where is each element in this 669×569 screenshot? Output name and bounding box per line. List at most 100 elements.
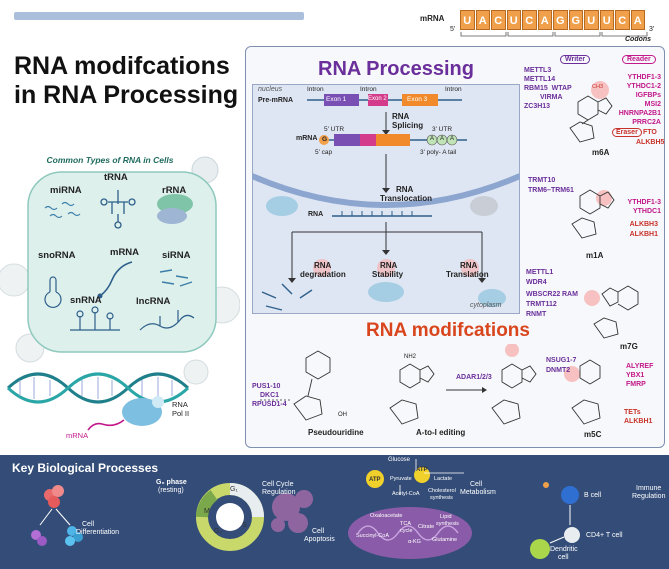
codon-base: A — [475, 10, 490, 30]
mrna-icon — [99, 261, 133, 297]
stability-label-1: RNA — [380, 261, 398, 270]
m1a-structure — [571, 189, 615, 239]
codon-brackets — [460, 32, 648, 37]
m7g-writer-1: METTL1 — [526, 269, 554, 276]
m1a-writer-2: TRM6–TRM61 — [528, 187, 574, 194]
codon-base: C — [491, 10, 506, 30]
m6a-name: m6A — [592, 148, 610, 157]
mrna-label: mRNA — [296, 135, 318, 142]
rna-pol-ii-icon — [87, 396, 164, 431]
m5c-eraser-2: ALKBH1 — [624, 418, 653, 425]
rrna-icon — [157, 194, 193, 224]
nucleus-label: nucleus — [258, 86, 283, 93]
atp-label-1: ATP — [416, 467, 428, 473]
m7g-name: m7G — [620, 342, 638, 351]
m1a-reader-1: YTHDF1-3 — [627, 199, 661, 206]
m6a-readers: YTHDF1-3 YTHDC1-2 IGFBPs MSI2 HNRNPA2B1 … — [616, 73, 661, 127]
glucose-label: Glucose — [388, 457, 411, 463]
rna-type-sirna: siRNA — [162, 250, 191, 261]
snorna-icon — [44, 276, 62, 308]
key-processes-title: Key Biological Processes — [12, 461, 159, 475]
diff-label-2: Differentiation — [76, 529, 120, 536]
atoi-label: A-to-I editing — [416, 428, 466, 437]
m6a-reader-3: IGFBPs — [635, 92, 661, 99]
cd4-label: CD4+ T cell — [586, 532, 623, 539]
codon-caption: Codons — [625, 36, 652, 43]
rna-type-snorna: snoRNA — [38, 250, 76, 261]
glutamine-label: Glutamine — [432, 537, 458, 543]
acetyl-label: Acetyl-CoA — [392, 491, 420, 497]
m1a-reader-2: YTHDC1 — [632, 208, 661, 215]
top-accent-bar — [14, 12, 304, 20]
reader-badge: Reader — [622, 55, 656, 64]
exon2-box — [368, 94, 388, 106]
m1a-writers: TRMT10 TRM6–TRM61 — [528, 176, 574, 196]
apoptosis-label-1: Cell — [312, 528, 325, 535]
codon-base: U — [506, 10, 521, 30]
intron-label-1: Intron — [307, 86, 324, 93]
tca-label-2: cycle — [400, 528, 413, 534]
page-title: RNA modifcations in RNA Processing — [14, 52, 244, 110]
writer-badge: Writer — [560, 55, 591, 64]
page-title-line2: in RNA Processing — [14, 81, 239, 109]
phase-g2: G₂ — [214, 528, 223, 535]
m7g-writer-6: RNMT — [526, 311, 547, 318]
m1a-writer-1: TRMT10 — [528, 177, 556, 184]
codon-mrna-label: mRNA — [420, 14, 445, 23]
rna-types-illustration — [0, 156, 240, 431]
common-types-title: Common Types of RNA in Cells — [46, 155, 174, 165]
key-processes-band — [0, 455, 669, 569]
cell-differentiation-icon — [31, 485, 83, 546]
mitochondrion-icon — [348, 459, 472, 559]
codon-base: U — [599, 10, 614, 30]
m6a-eraser-1: FTO — [643, 129, 657, 136]
lncrna-icon — [139, 310, 195, 331]
apoptosis-label-2: Apoptosis — [304, 536, 335, 543]
m5c-reader-2: YBX1 — [626, 372, 645, 379]
m5c-writers: NSUG1-7 DNMT2 — [546, 356, 576, 376]
dendritic-label-2: cell — [558, 554, 569, 561]
lipid-label-1: Lipid — [440, 514, 452, 520]
diff-label-1: Cell — [82, 521, 95, 528]
oxaloacetate-label: Oxaloacetate — [370, 513, 403, 519]
m1a-erasers: ALKBH3 ALKBH1 — [616, 220, 658, 240]
polya-a3: A — [450, 136, 455, 142]
pus-writer-2: DKC1 — [260, 392, 280, 399]
rna-type-lncrna: lncRNA — [136, 296, 171, 307]
g0-label-2: (resting) — [158, 487, 184, 494]
m6a-writers: METTL3 METTL14 RBM15 WTAP VIRMA ZC3H13 — [524, 66, 572, 111]
eraser-badge: Eraser — [612, 128, 642, 137]
lactate-label: Lactate — [434, 476, 453, 482]
m6a-reader-4: MSI2 — [644, 101, 661, 108]
exon2-label: Exon 2 — [368, 96, 387, 102]
codon-base: G — [553, 10, 568, 30]
m5c-writer-1: NSUG1-7 — [546, 357, 577, 364]
phase-s: S — [242, 522, 247, 529]
citrate-label: Citrate — [418, 524, 435, 530]
rna-pol-mrna-label: mRNA — [66, 431, 89, 440]
m6a-eraser-2: ALKBH5 — [636, 139, 665, 146]
stability-label-2: Stability — [372, 270, 404, 279]
m1a-eraser-2: ALKBH1 — [629, 231, 658, 238]
codon-base: A — [630, 10, 645, 30]
phase-m: M — [204, 508, 210, 515]
m7g-writer-2: WDR4 — [526, 279, 547, 286]
codon-three-prime: 3' — [649, 26, 655, 33]
bcell-label: B cell — [584, 492, 602, 499]
m5c-eraser-1: TETs — [624, 409, 641, 416]
atp-label-2: ATP — [369, 477, 381, 483]
m6a-writer-row: RBM15 WTAP — [524, 84, 572, 93]
codon-base: C — [615, 10, 630, 30]
polya-a2: A — [440, 136, 445, 142]
codon-base: U — [460, 10, 475, 30]
nh2-label: NH2 — [404, 354, 417, 360]
cap-label: 5' cap — [315, 149, 333, 156]
snrna-icon — [70, 306, 120, 331]
rna-pol-label-2: Pol II — [172, 409, 190, 418]
exon3-box — [402, 94, 438, 106]
mirna-icon — [44, 201, 81, 219]
codon-base: A — [537, 10, 552, 30]
pus-writer-1: PUS1-10 — [252, 383, 281, 390]
polya-a1: A — [430, 136, 435, 142]
